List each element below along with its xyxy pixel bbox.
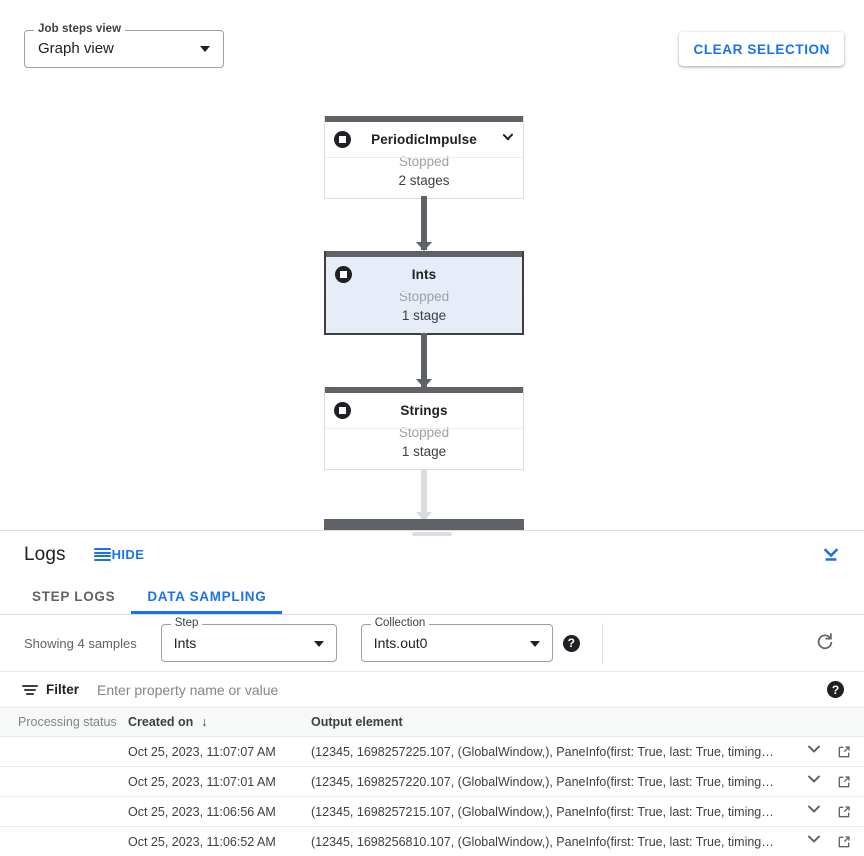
- collection-select[interactable]: Collection Ints.out0: [360, 617, 553, 662]
- help-circle-icon[interactable]: ?: [562, 634, 580, 652]
- node-title: Strings: [400, 403, 448, 418]
- open-in-new-icon[interactable]: [836, 834, 852, 850]
- collection-select-label: Collection: [370, 617, 430, 629]
- chevron-down-icon[interactable]: [807, 836, 820, 849]
- table-row[interactable]: Oct 25, 2023, 11:06:56 AM (12345, 169825…: [0, 797, 864, 827]
- showing-samples-text: Showing 4 samples: [24, 635, 137, 651]
- cell-output-element: (12345, 1698257220.107, (GlobalWindow,),…: [311, 774, 774, 789]
- graph-edge-3: [416, 470, 432, 521]
- cell-created-on: Oct 25, 2023, 11:07:01 AM: [128, 774, 276, 789]
- cell-created-on: Oct 25, 2023, 11:07:07 AM: [128, 744, 276, 759]
- filter-label: Filter: [46, 682, 80, 697]
- cell-output-element: (12345, 1698256810.107, (GlobalWindow,),…: [311, 834, 774, 849]
- graph-node-strings[interactable]: Strings Stopped 1 stage: [324, 387, 524, 470]
- filter-icon: [22, 684, 38, 696]
- job-steps-view-label: Job steps view: [34, 23, 126, 35]
- table-row[interactable]: Oct 25, 2023, 11:07:01 AM (12345, 169825…: [0, 767, 864, 797]
- chevron-down-icon: [200, 46, 210, 52]
- hide-logs-button[interactable]: HIDE: [93, 547, 145, 562]
- node-title: Ints: [411, 267, 437, 282]
- step-select-value: Ints: [173, 635, 197, 651]
- column-output-element[interactable]: Output element: [311, 715, 403, 729]
- graph-node-partial-offscreen[interactable]: [324, 519, 524, 530]
- cell-created-on: Oct 25, 2023, 11:06:56 AM: [128, 804, 276, 819]
- panel-resize-handle[interactable]: [412, 532, 452, 536]
- stop-icon: [334, 131, 351, 148]
- tab-data-sampling[interactable]: DATA SAMPLING: [131, 578, 283, 614]
- collapse-panel-button[interactable]: [818, 542, 844, 568]
- cell-created-on: Oct 25, 2023, 11:06:52 AM: [128, 834, 276, 849]
- logs-title: Logs: [24, 543, 66, 565]
- list-lines-icon: [93, 548, 111, 561]
- chevron-down-icon: [529, 641, 540, 647]
- collection-select-value: Ints.out0: [373, 635, 428, 651]
- unfold-less-down-icon: [823, 548, 839, 561]
- refresh-button[interactable]: [813, 631, 837, 655]
- node-header-row: Strings: [325, 393, 523, 429]
- node-stages: 2 stages: [398, 173, 450, 188]
- help-circle-icon[interactable]: ?: [827, 681, 844, 698]
- node-stages: 1 stage: [401, 308, 447, 323]
- node-header-row: PeriodicImpulse: [325, 122, 523, 158]
- logs-tabs: STEP LOGS DATA SAMPLING: [0, 578, 864, 615]
- table-row[interactable]: Oct 25, 2023, 11:07:07 AM (12345, 169825…: [0, 737, 864, 767]
- samples-table-body: Oct 25, 2023, 11:07:07 AM (12345, 169825…: [0, 737, 864, 856]
- node-header-row: Ints: [326, 257, 522, 293]
- cell-output-element: (12345, 1698257215.107, (GlobalWindow,),…: [311, 804, 774, 819]
- graph-edge-1: [416, 196, 432, 251]
- graph-node-ints[interactable]: Ints Stopped 1 stage: [324, 251, 524, 335]
- open-in-new-icon[interactable]: [836, 804, 852, 820]
- column-created-on[interactable]: Created on ↓: [128, 715, 311, 729]
- stop-icon: [334, 402, 351, 419]
- tab-step-logs[interactable]: STEP LOGS: [16, 578, 131, 614]
- cell-output-element: (12345, 1698257225.107, (GlobalWindow,),…: [311, 744, 774, 759]
- chevron-down-icon: [313, 641, 324, 647]
- chevron-down-icon[interactable]: [807, 776, 820, 789]
- table-row[interactable]: Oct 25, 2023, 11:06:52 AM (12345, 169825…: [0, 827, 864, 856]
- node-status-bar: [326, 251, 522, 257]
- job-steps-view-value: Graph view: [38, 40, 114, 57]
- arrow-head-icon: [416, 242, 432, 251]
- stop-icon: [335, 266, 352, 283]
- chevron-down-icon[interactable]: [807, 806, 820, 819]
- arrow-head-icon: [416, 512, 432, 521]
- samples-table-header: Processing status Created on ↓ Output el…: [0, 708, 864, 737]
- node-status-bar: [325, 387, 523, 393]
- step-select-label: Step: [170, 617, 203, 629]
- column-processing-status[interactable]: Processing status: [18, 715, 117, 729]
- job-graph-pane: Job steps view Graph view CLEAR SELECTIO…: [0, 0, 864, 530]
- sort-descending-icon: ↓: [201, 715, 208, 729]
- node-stages: 1 stage: [401, 444, 447, 459]
- toolbar-divider: [601, 623, 603, 663]
- graph-edge-2: [416, 333, 432, 388]
- filter-input[interactable]: [95, 680, 864, 699]
- open-in-new-icon[interactable]: [836, 744, 852, 760]
- logs-panel: Logs HIDE STEP LOGS DATA SAMPLING Showin…: [0, 530, 864, 856]
- clear-selection-button[interactable]: CLEAR SELECTION: [679, 32, 844, 66]
- job-steps-view-select[interactable]: Job steps view Graph view: [24, 23, 224, 68]
- refresh-icon: [817, 633, 833, 650]
- graph-node-periodicimpulse[interactable]: PeriodicImpulse Stopped 2 stages: [324, 116, 524, 199]
- node-status-bar: [325, 116, 523, 122]
- chevron-down-icon[interactable]: [807, 746, 820, 759]
- sampling-controls-bar: Showing 4 samples Step Ints Collection I…: [0, 615, 864, 672]
- column-created-on-label: Created on: [128, 715, 194, 729]
- step-select[interactable]: Step Ints: [160, 617, 337, 662]
- arrow-head-icon: [416, 379, 432, 388]
- open-in-new-icon[interactable]: [836, 774, 852, 790]
- chevron-down-icon[interactable]: [502, 135, 513, 146]
- hide-logs-label: HIDE: [111, 547, 145, 562]
- logs-header: Logs HIDE: [0, 531, 864, 578]
- filter-row: Filter ?: [0, 672, 864, 708]
- node-title: PeriodicImpulse: [371, 132, 477, 147]
